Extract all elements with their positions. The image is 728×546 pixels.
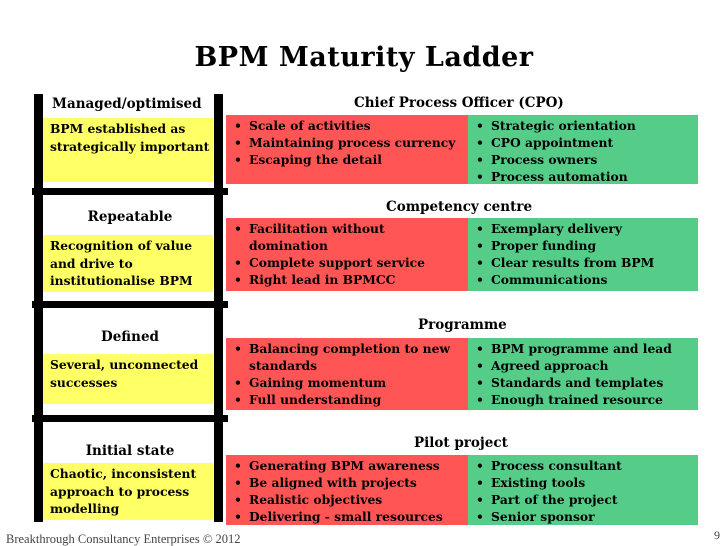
footer-copyright: Breakthrough Consultancy Enterprises © 2… xyxy=(6,532,241,546)
list-item: •Delivering - small resources xyxy=(234,509,443,524)
list-item: •Standards and templates xyxy=(476,375,664,390)
level-heading-defined: Defined xyxy=(101,329,159,345)
enablers-pilot-project: •Process consultant •Existing tools •Par… xyxy=(468,455,698,525)
level-heading-managed: Managed/optimised xyxy=(52,96,202,112)
list-item: •Communications xyxy=(476,272,608,287)
stage-heading-pilot-project: Pilot project xyxy=(414,435,508,451)
level-heading-repeatable: Repeatable xyxy=(87,209,173,225)
list-item: •Scale of activities xyxy=(234,118,371,133)
level-heading-initial-state: Initial state xyxy=(85,443,175,459)
challenges-competency-centre: •Facilitation without domination •Comple… xyxy=(226,218,468,291)
slide-title: BPM Maturity Ladder xyxy=(194,42,534,73)
list-item: •Enough trained resource xyxy=(476,392,663,407)
list-item: •Proper funding xyxy=(476,238,597,253)
list-item: •Agreed approach xyxy=(476,358,609,373)
list-item: •BPM programme and lead xyxy=(476,341,672,356)
enablers-cpo: •Strategic orientation •CPO appointment … xyxy=(468,115,698,184)
list-item: •Realistic objectives xyxy=(234,492,383,507)
list-item: •Facilitation without domination xyxy=(234,221,385,253)
ladder-left-rail xyxy=(34,94,43,522)
level-description-managed: BPM established as strategically importa… xyxy=(43,118,213,182)
list-item: •Right lead in BPMCC xyxy=(234,272,396,287)
list-item: •Process consultant xyxy=(476,458,622,473)
list-item: •Existing tools xyxy=(476,475,586,490)
list-item: •Process owners xyxy=(476,152,598,167)
list-item: •Process automation xyxy=(476,169,628,184)
ladder-rung xyxy=(32,188,228,195)
level-description-initial-state: Chaotic, inconsistent approach to proces… xyxy=(43,463,213,520)
list-item: •Maintaining process currency xyxy=(234,135,456,150)
list-item: •Balancing completion to new standards xyxy=(234,341,451,373)
enablers-competency-centre: •Exemplary delivery •Proper funding •Cle… xyxy=(468,218,698,291)
level-description-defined: Several, unconnected successes xyxy=(43,354,213,404)
list-item: •Generating BPM awareness xyxy=(234,458,440,473)
enablers-programme: •BPM programme and lead •Agreed approach… xyxy=(468,338,698,410)
page-number: 9 xyxy=(714,528,720,542)
list-item: •Be aligned with projects xyxy=(234,475,417,490)
list-item: •Full understanding xyxy=(234,392,382,407)
list-item: •Complete support service xyxy=(234,255,425,270)
list-item: •Clear results from BPM xyxy=(476,255,655,270)
list-item: •Exemplary delivery xyxy=(476,221,623,236)
stage-heading-cpo: Chief Process Officer (CPO) xyxy=(354,95,564,111)
challenges-pilot-project: •Generating BPM awareness •Be aligned wi… xyxy=(226,455,468,525)
list-item: •CPO appointment xyxy=(476,135,614,150)
stage-heading-competency-centre: Competency centre xyxy=(386,199,533,215)
ladder-rung xyxy=(32,415,228,422)
challenges-cpo: •Scale of activities •Maintaining proces… xyxy=(226,115,468,184)
list-item: •Senior sponsor xyxy=(476,509,595,524)
list-item: •Escaping the detail xyxy=(234,152,382,167)
list-item: •Part of the project xyxy=(476,492,618,507)
challenges-programme: •Balancing completion to new standards •… xyxy=(226,338,468,410)
ladder-rung xyxy=(32,301,228,308)
level-description-repeatable: Recognition of value and drive to instit… xyxy=(43,235,213,292)
list-item: •Strategic orientation xyxy=(476,118,636,133)
stage-heading-programme: Programme xyxy=(418,317,507,333)
list-item: •Gaining momentum xyxy=(234,375,387,390)
ladder-right-rail xyxy=(214,94,223,522)
